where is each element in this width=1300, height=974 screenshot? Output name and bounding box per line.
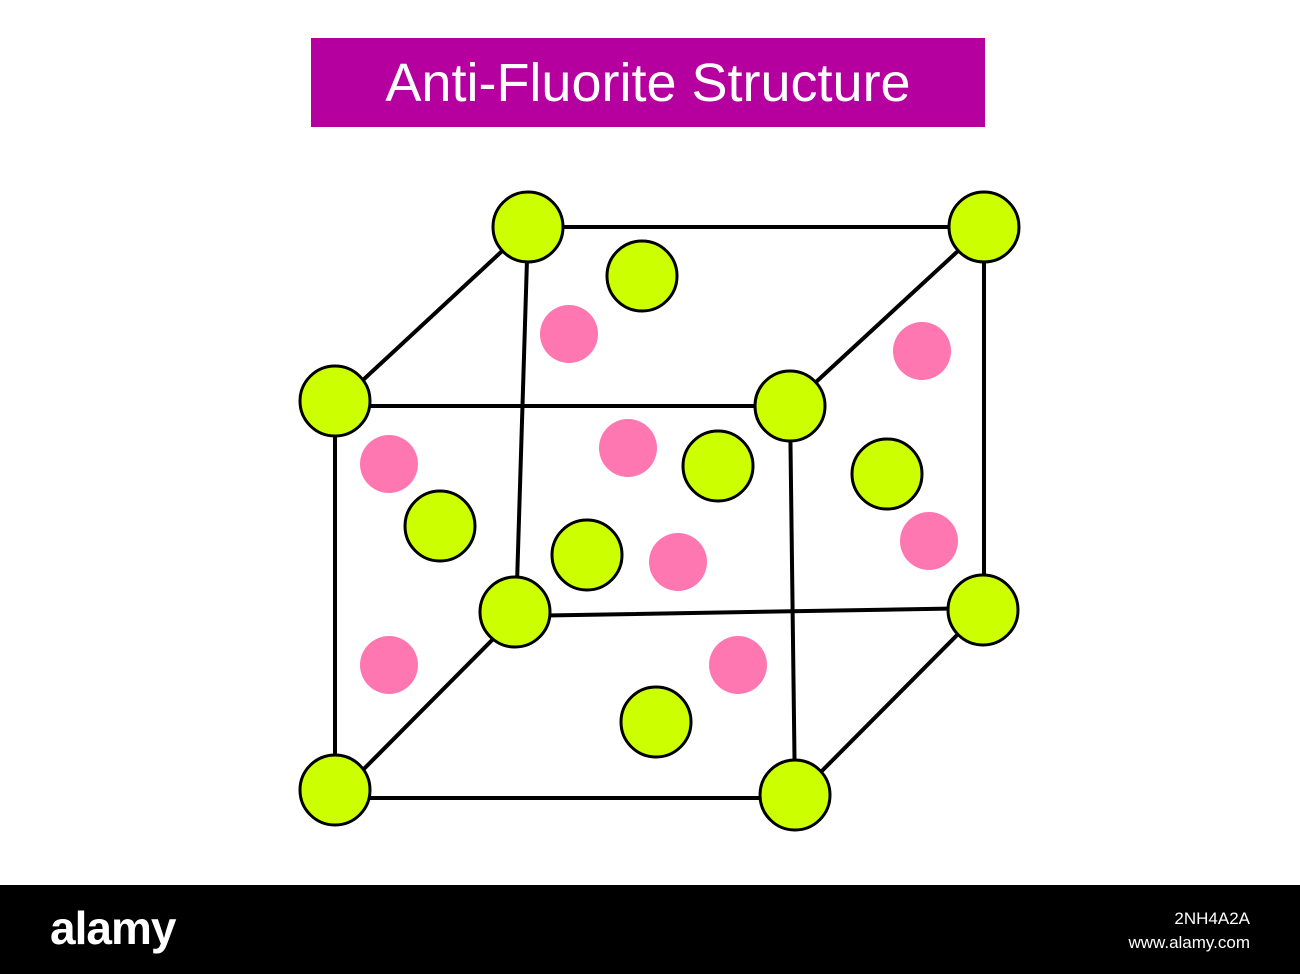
large-atom [850,437,924,511]
cube-edge [333,614,518,800]
small-atoms [360,305,958,694]
cube-edge [514,606,986,618]
large-atom [491,190,565,264]
large-atom [298,753,372,827]
small-atom [649,533,707,591]
small-atom [540,305,598,363]
cube-edge [788,225,986,408]
large-atom [758,758,832,832]
large-atom [619,685,693,759]
large-atom [605,239,679,313]
image-reference: 2NH4A2A www.alamy.com [1128,907,1250,955]
large-atom [946,573,1020,647]
small-atom [900,512,958,570]
large-atom [478,575,552,649]
large-atom [681,429,755,503]
cube-edge [514,225,530,618]
small-atom [893,322,951,380]
small-atom [599,419,657,477]
cube-edges [333,225,986,800]
watermark-footer: alamy 2NH4A2A www.alamy.com [0,885,1300,974]
diagram-title: Anti-Fluorite Structure [385,52,911,113]
large-atom [298,364,372,438]
large-atoms [298,190,1021,832]
cube-edge [333,225,530,408]
small-atom [709,636,767,694]
cube-edge [788,404,797,800]
large-atom [550,518,624,592]
small-atom [360,435,418,493]
small-atom [360,636,418,694]
cube-edge [793,606,986,800]
large-atom [753,369,827,443]
image-id: 2NH4A2A [1174,909,1250,928]
site-url: www.alamy.com [1128,933,1250,952]
title-banner: Anti-Fluorite Structure [311,38,985,127]
large-atom [403,489,477,563]
large-atom [947,190,1021,264]
crystal-structure-diagram [298,190,1021,832]
alamy-logo: alamy [50,902,176,954]
